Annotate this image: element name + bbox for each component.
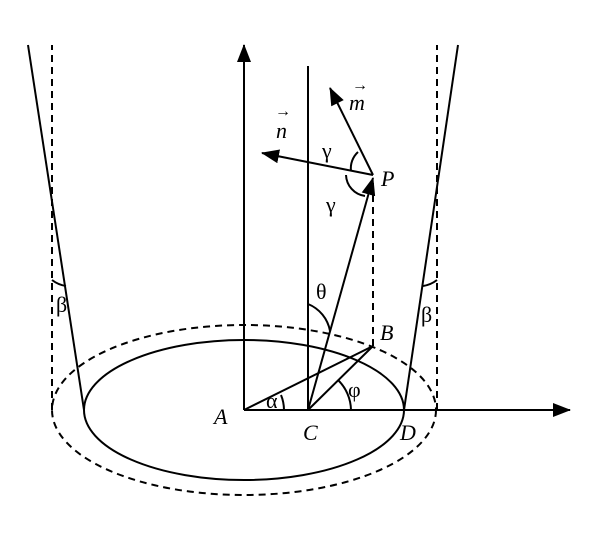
arc-beta-right: [422, 279, 438, 287]
label-c: C: [303, 420, 318, 445]
arc-phi: [337, 379, 352, 411]
label-beta-right: β: [421, 302, 432, 327]
label-d: D: [399, 420, 416, 445]
left-wall: [27, 44, 85, 411]
label-b: B: [380, 320, 393, 345]
vector-arrow-m: →: [352, 77, 368, 94]
label-gamma-top: γ: [321, 138, 332, 163]
label-m: m: [349, 90, 365, 115]
label-beta-left: β: [56, 292, 67, 317]
vector-m: [329, 87, 374, 176]
label-theta: θ: [316, 279, 327, 304]
segment-a-b: [243, 345, 374, 411]
label-p: P: [380, 166, 394, 191]
label-gamma-bottom: γ: [325, 192, 336, 217]
label-n: n: [276, 118, 287, 143]
arc-theta: [307, 303, 331, 332]
segment-c-b: [307, 345, 374, 411]
arc-gamma-bottom: [345, 174, 366, 197]
arc-gamma-top: [349, 151, 359, 172]
vector-arrow-n: →: [275, 103, 291, 120]
vector-n: [261, 149, 374, 176]
arc-beta-left: [51, 279, 67, 287]
arc-alpha: [280, 394, 285, 411]
right-wall: [403, 44, 459, 411]
vector-c-p: [307, 177, 376, 411]
label-a: A: [212, 404, 228, 429]
label-alpha: α: [266, 388, 278, 413]
label-phi: φ: [348, 377, 361, 402]
